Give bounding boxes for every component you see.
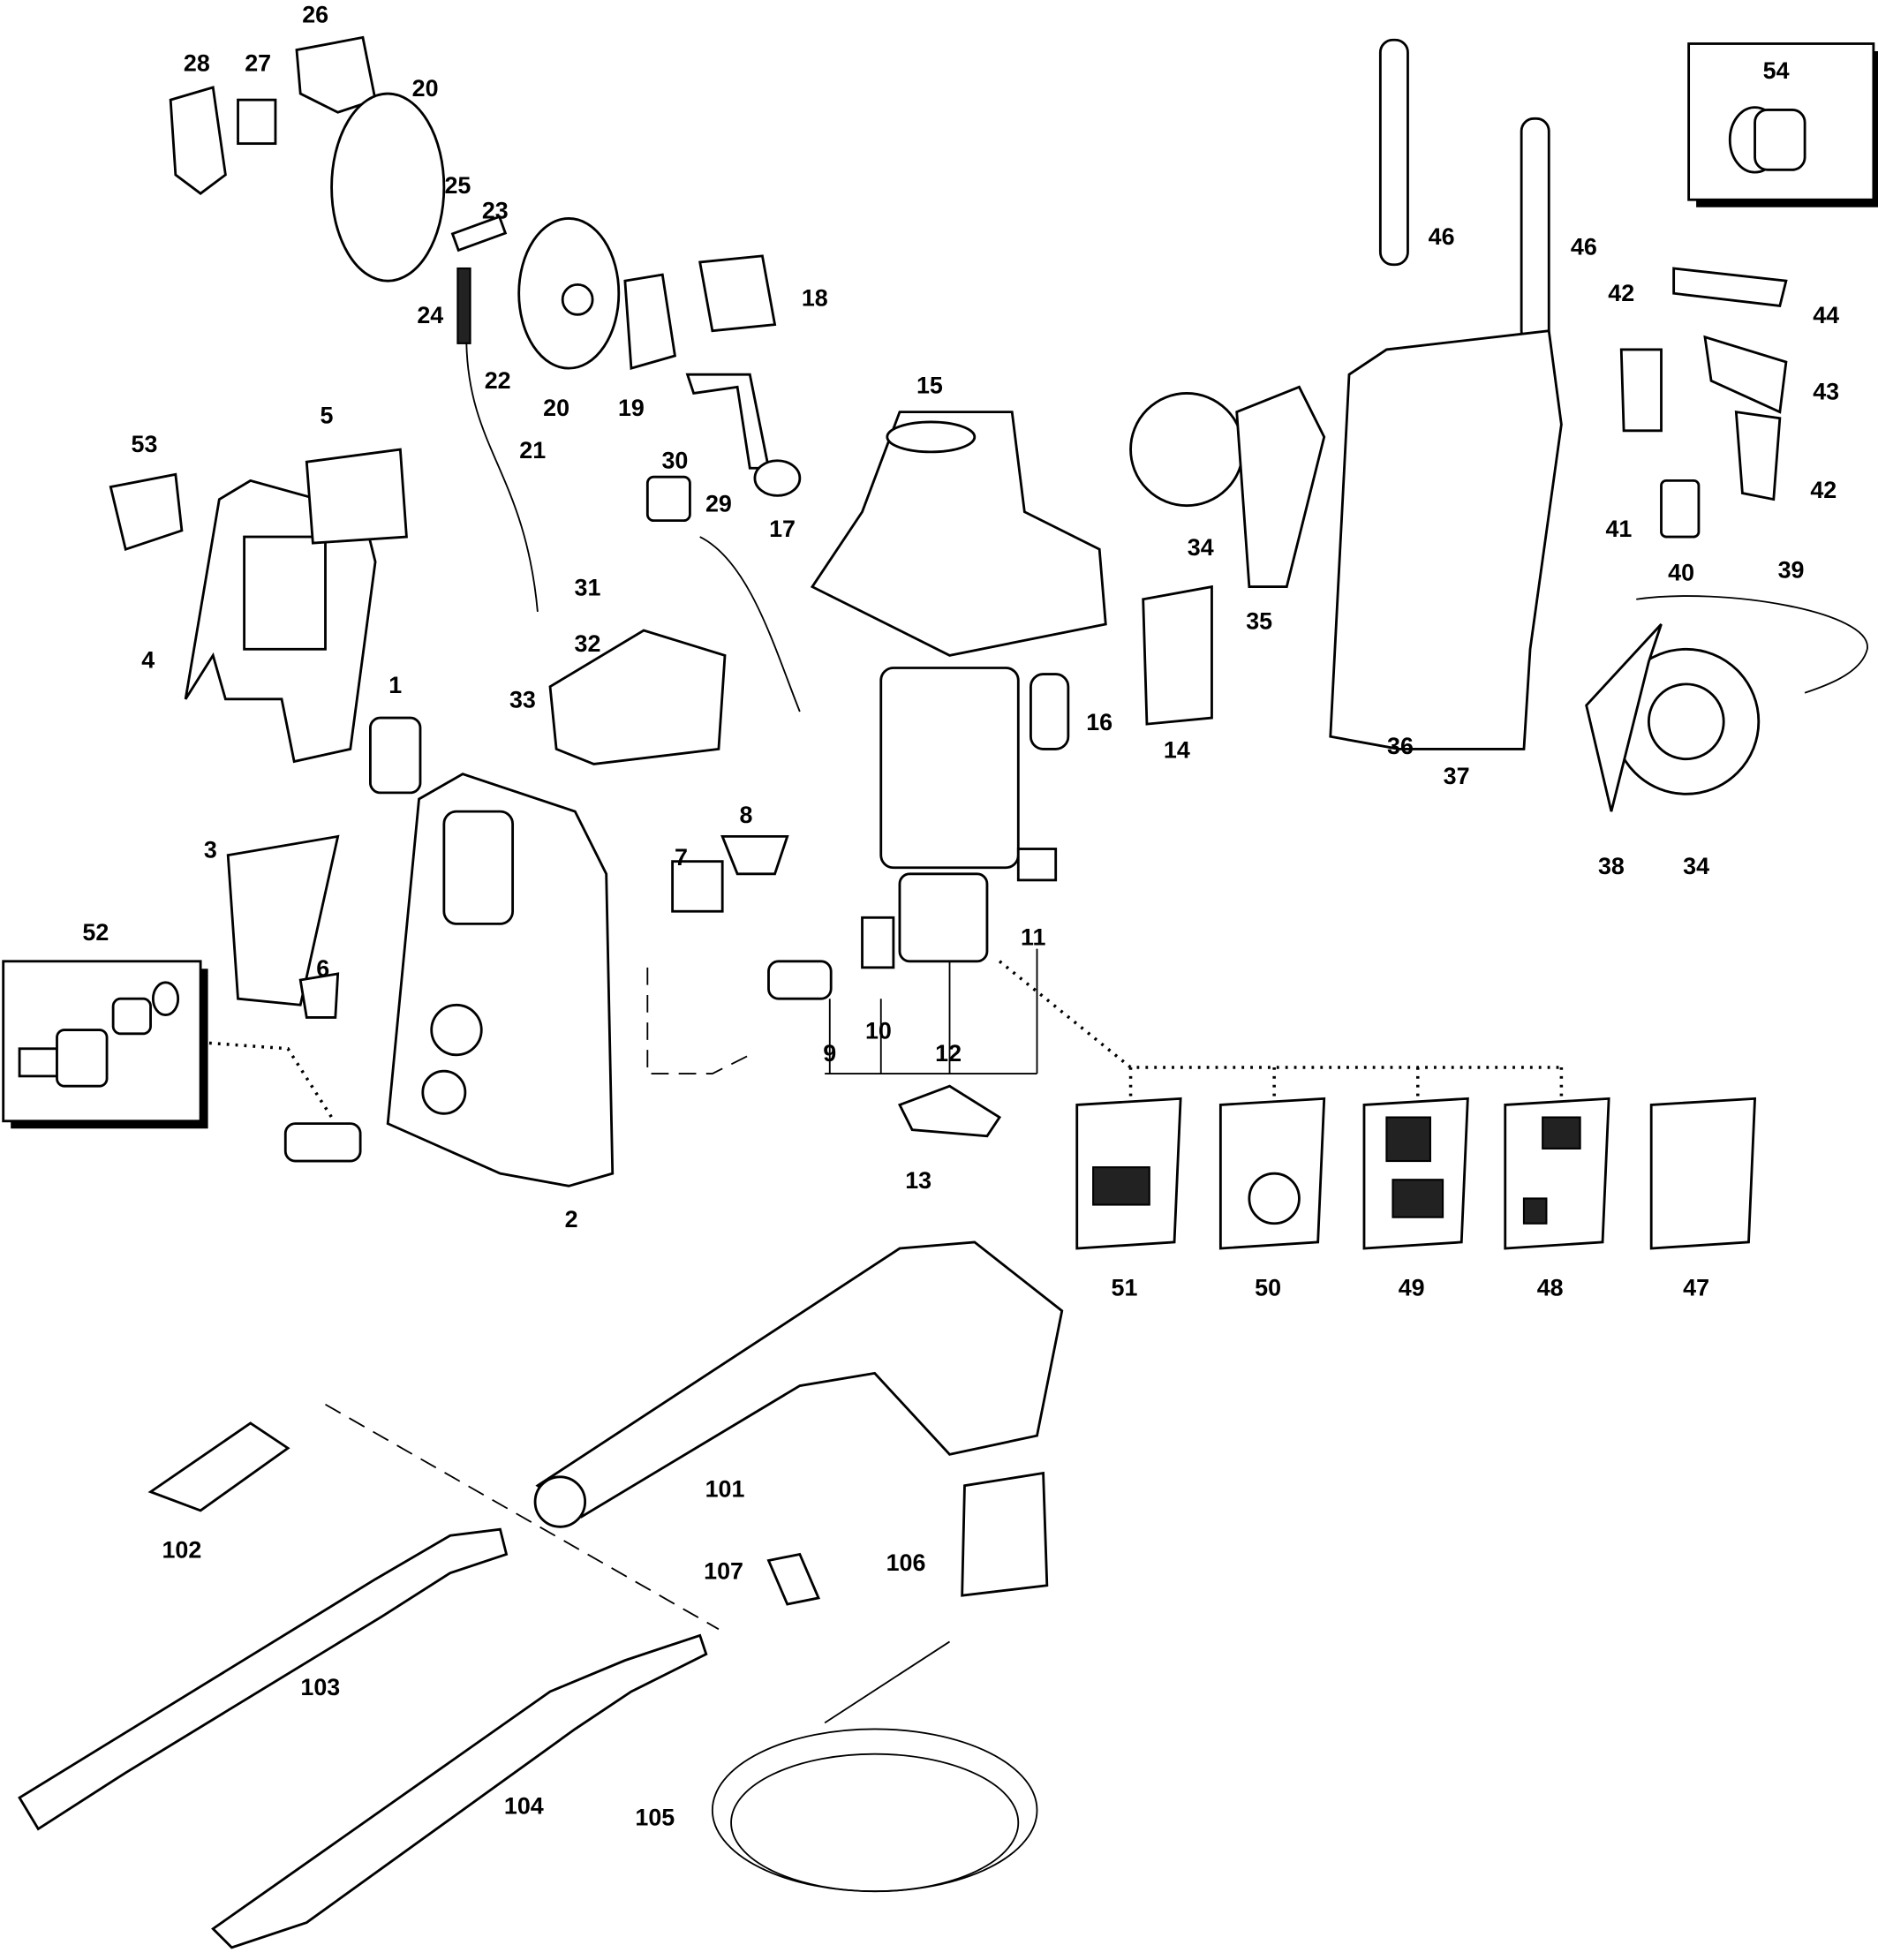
callout-51: 51 xyxy=(1112,1275,1138,1301)
motor-pump-parts xyxy=(548,411,1107,1138)
callout-23: 23 xyxy=(482,197,509,223)
callout-28: 28 xyxy=(184,50,210,77)
callout-42: 42 xyxy=(1608,280,1634,306)
callout-34: 34 xyxy=(1188,534,1214,561)
callout-105: 105 xyxy=(635,1804,675,1830)
hose-reel-parts xyxy=(169,35,802,612)
leader-lines xyxy=(200,948,1564,1631)
callout-20: 20 xyxy=(412,75,439,102)
callout-35: 35 xyxy=(1246,608,1272,635)
callout-40: 40 xyxy=(1668,560,1694,586)
callout-16: 16 xyxy=(1086,709,1112,735)
callout-18: 18 xyxy=(802,284,828,311)
callout-24: 24 xyxy=(417,302,443,328)
callout-5: 5 xyxy=(320,402,333,428)
inset-box-54 xyxy=(1687,42,1878,207)
callout-7: 7 xyxy=(675,844,688,871)
callout-19: 19 xyxy=(618,395,645,421)
callout-14: 14 xyxy=(1164,736,1190,763)
callout-103: 103 xyxy=(300,1674,340,1700)
callout-6: 6 xyxy=(316,955,329,982)
callout-37: 37 xyxy=(1444,763,1470,789)
callout-33: 33 xyxy=(509,687,536,713)
callout-10: 10 xyxy=(865,1017,892,1044)
callout-2: 2 xyxy=(565,1206,578,1233)
callout-38: 38 xyxy=(1598,853,1625,879)
callout-43: 43 xyxy=(1813,378,1839,404)
callout-31: 31 xyxy=(575,574,601,600)
frame-parts xyxy=(1129,38,1868,812)
gun-lance-parts xyxy=(18,1240,1064,1949)
callout-20b: 20 xyxy=(543,395,569,421)
callout-49: 49 xyxy=(1399,1275,1425,1301)
callout-25: 25 xyxy=(444,172,471,199)
callout-4: 4 xyxy=(141,646,155,673)
callout-41: 41 xyxy=(1605,516,1632,542)
callout-46: 46 xyxy=(1429,223,1455,250)
callout-102: 102 xyxy=(162,1537,201,1564)
callout-15: 15 xyxy=(916,372,943,398)
callout-11: 11 xyxy=(1021,923,1045,950)
callout-9: 9 xyxy=(823,1040,836,1067)
callout-27: 27 xyxy=(245,50,271,77)
kit-bags xyxy=(961,1097,1757,1597)
callout-36: 36 xyxy=(1387,733,1414,759)
callout-101: 101 xyxy=(705,1475,745,1502)
callout-46b: 46 xyxy=(1571,233,1597,260)
callout-39: 39 xyxy=(1778,557,1805,584)
callout-labels: 26 28 27 20 25 23 24 22 20 19 18 15 21 5… xyxy=(82,1,1839,1830)
callout-53: 53 xyxy=(132,431,158,457)
callout-12: 12 xyxy=(935,1040,962,1067)
callout-17: 17 xyxy=(769,516,796,542)
housing-parts xyxy=(109,448,615,1187)
callout-32: 32 xyxy=(575,630,601,657)
callout-48: 48 xyxy=(1537,1275,1564,1301)
callout-42b: 42 xyxy=(1810,477,1837,503)
callout-106: 106 xyxy=(886,1549,926,1576)
callout-30: 30 xyxy=(661,447,688,473)
callout-54: 54 xyxy=(1763,57,1790,84)
callout-22: 22 xyxy=(485,367,511,394)
callout-21: 21 xyxy=(519,437,546,464)
callout-1: 1 xyxy=(388,672,402,698)
callout-34b: 34 xyxy=(1683,853,1709,879)
callout-107: 107 xyxy=(704,1558,743,1585)
callout-50: 50 xyxy=(1255,1275,1281,1301)
callout-47: 47 xyxy=(1683,1275,1709,1301)
callout-3: 3 xyxy=(204,836,217,863)
callout-13: 13 xyxy=(905,1167,931,1194)
inset-box-52 xyxy=(2,960,208,1129)
callout-8: 8 xyxy=(740,802,753,828)
callout-26: 26 xyxy=(302,1,328,27)
callout-104: 104 xyxy=(504,1793,544,1820)
callout-29: 29 xyxy=(705,491,732,517)
callout-52: 52 xyxy=(82,919,109,946)
callout-44: 44 xyxy=(1813,302,1839,328)
